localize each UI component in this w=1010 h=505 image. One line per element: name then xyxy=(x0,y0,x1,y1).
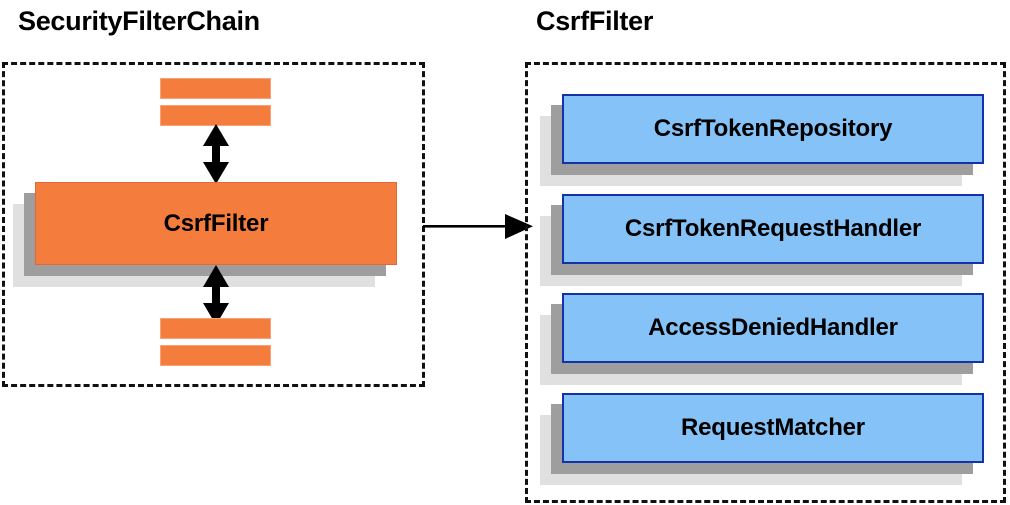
filter-stub-bottom-1 xyxy=(160,318,271,339)
panel-title-csrf-filter: CsrfFilter xyxy=(536,6,654,36)
node-request-matcher-face: RequestMatcher xyxy=(562,393,984,463)
node-csrf-token-repository[interactable]: CsrfTokenRepository xyxy=(540,94,984,186)
node-csrf-filter[interactable]: CsrfFilter xyxy=(13,182,397,287)
filter-stub-bottom-2 xyxy=(160,345,271,366)
node-csrf-token-repository-face: CsrfTokenRepository xyxy=(562,94,984,164)
node-csrf-filter-face: CsrfFilter xyxy=(35,182,397,265)
node-csrf-token-request-handler-label: CsrfTokenRequestHandler xyxy=(624,215,922,242)
node-access-denied-handler-label: AccessDeniedHandler xyxy=(648,314,898,341)
filter-stub-top-1 xyxy=(160,78,271,99)
panel-security-filter-chain xyxy=(2,62,425,387)
node-csrf-token-repository-label: CsrfTokenRepository xyxy=(653,115,893,142)
panel-csrf-filter-detail xyxy=(525,62,1006,503)
node-access-denied-handler-face: AccessDeniedHandler xyxy=(562,293,984,363)
node-access-denied-handler[interactable]: AccessDeniedHandler xyxy=(540,293,984,385)
panel-title-security-filter-chain: SecurityFilterChain xyxy=(18,6,260,36)
arrow-csrf-filter-to-detail xyxy=(423,214,533,242)
node-csrf-filter-label: CsrfFilter xyxy=(163,209,269,237)
filter-stub-top-2 xyxy=(160,105,271,126)
arrow-above-csrf-filter xyxy=(199,124,233,184)
node-csrf-token-request-handler-face: CsrfTokenRequestHandler xyxy=(562,194,984,264)
node-request-matcher[interactable]: RequestMatcher xyxy=(540,393,984,485)
arrow-below-csrf-filter xyxy=(199,265,233,325)
node-csrf-token-request-handler[interactable]: CsrfTokenRequestHandler xyxy=(540,194,984,286)
node-request-matcher-label: RequestMatcher xyxy=(681,414,865,441)
